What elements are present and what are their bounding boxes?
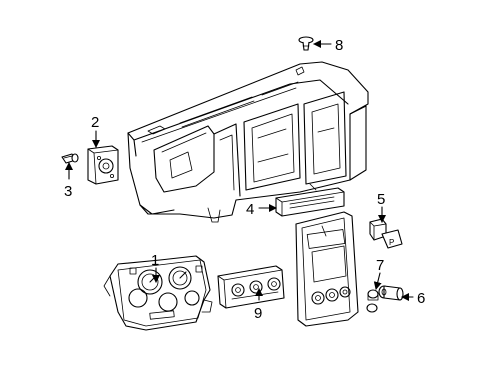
part-6-knob [378,285,404,301]
center-stack-bezel [295,211,359,327]
part-4-control-module [275,183,345,217]
part-8-retainer-clip [298,36,314,51]
part-1-instrument-cluster [103,255,213,331]
callout-labels: 2 3 8 4 5 6 7 1 9 [64,37,425,322]
callout-3: 3 [64,183,72,200]
part-2-switch-module [87,145,119,185]
leader-7 [373,272,382,290]
callout-1: 1 [151,252,159,269]
callout-5: 5 [377,191,385,208]
callout-4: 4 [246,201,254,218]
part-5-switch: P [369,218,403,249]
part-3-knob [61,153,79,164]
callout-9: 9 [254,305,262,322]
callout-2: 2 [91,114,99,131]
callout-7: 7 [376,257,384,274]
callout-leaders [65,40,414,301]
instrument-panel [127,61,369,223]
part-9-climate-control [217,265,285,309]
part-7-knob [366,289,379,313]
callout-6: 6 [417,290,425,307]
callout-8: 8 [335,37,343,54]
part-5-glyph: P [389,238,394,247]
